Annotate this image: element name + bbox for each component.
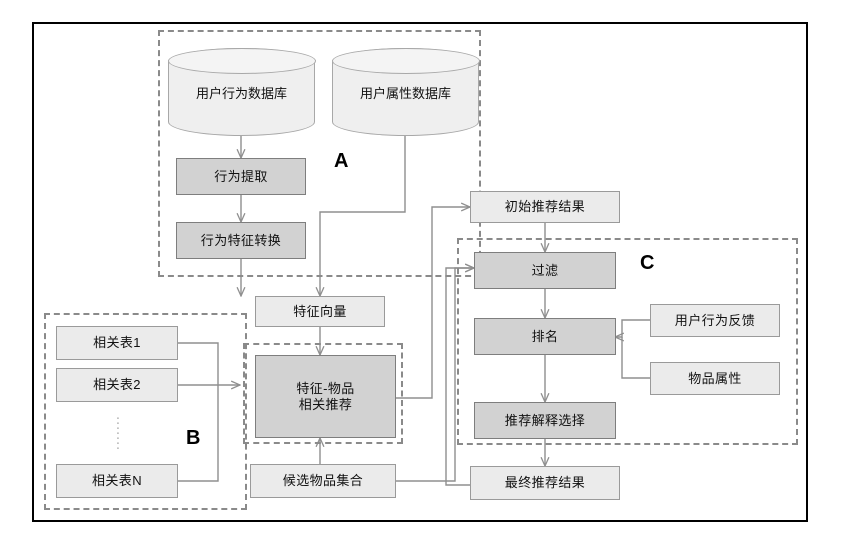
node-label: 候选物品集合 <box>282 473 364 489</box>
group-b-label: B <box>186 427 201 449</box>
cylinder-lid <box>331 47 480 74</box>
node-final-rec-result: 最终推荐结果 <box>470 466 620 500</box>
node-feature-vector: 特征向量 <box>255 296 385 327</box>
group-c-box <box>457 238 798 445</box>
node-label: 最终推荐结果 <box>504 475 586 491</box>
node-label: 行为特征转换 <box>200 232 282 248</box>
node-label: 推荐解释选择 <box>504 412 586 428</box>
node-label: 相关表2 <box>93 377 141 393</box>
node-label: 相关表1 <box>93 335 141 351</box>
node-behavior-feature-conversion: 行为特征转换 <box>176 222 306 259</box>
node-relation-table-n: 相关表N <box>56 464 178 498</box>
node-initial-rec-result: 初始推荐结果 <box>470 191 620 223</box>
node-ranking: 排名 <box>474 318 616 355</box>
node-relation-table-1: 相关表1 <box>56 326 178 360</box>
datastore-label: 用户行为数据库 <box>195 85 287 101</box>
datastore-user-attribute-db: 用户属性数据库 <box>331 47 480 136</box>
node-user-behavior-feedback: 用户行为反馈 <box>650 304 780 337</box>
datastore-user-behavior-db: 用户行为数据库 <box>167 47 316 136</box>
group-a-label: A <box>334 150 349 172</box>
relation-tables-ellipsis: ....... <box>115 406 121 453</box>
node-label: 用户行为反馈 <box>674 312 756 328</box>
node-item-attribute: 物品属性 <box>650 362 780 395</box>
group-c-label: C <box>640 252 655 274</box>
node-label: 排名 <box>531 328 559 344</box>
node-label: 相关表N <box>92 473 142 489</box>
node-filter: 过滤 <box>474 252 616 289</box>
node-relation-table-2: 相关表2 <box>56 368 178 402</box>
datastore-label: 用户属性数据库 <box>359 85 451 101</box>
node-label: 物品属性 <box>688 370 742 386</box>
node-label-line1: 特征-物品 <box>296 381 355 397</box>
group-b-box <box>44 313 247 510</box>
node-rec-explain-select: 推荐解释选择 <box>474 402 616 439</box>
cylinder-lid <box>167 47 316 74</box>
node-label: 过滤 <box>531 262 559 278</box>
node-candidate-item-set: 候选物品集合 <box>250 464 396 498</box>
node-label: 特征向量 <box>293 303 347 319</box>
group-rec-box <box>243 343 403 444</box>
node-label-line2: 相关推荐 <box>298 396 353 412</box>
node-behavior-extract: 行为提取 <box>176 158 306 195</box>
group-a-box <box>158 30 481 277</box>
node-feature-item-recommendation: 特征-物品 相关推荐 <box>255 355 396 438</box>
node-label: 初始推荐结果 <box>504 199 586 215</box>
node-label: 行为提取 <box>214 168 268 184</box>
